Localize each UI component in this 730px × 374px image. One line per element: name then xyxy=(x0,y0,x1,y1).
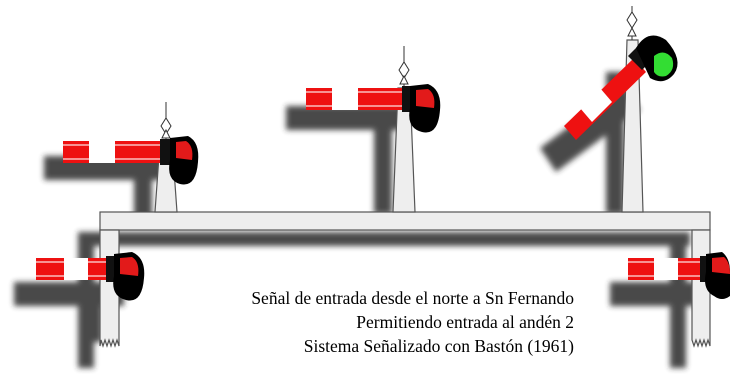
finial-left xyxy=(160,102,172,142)
finial-center xyxy=(398,46,410,88)
lamp-red-icon xyxy=(169,136,199,185)
lamp-red-icon xyxy=(113,252,145,301)
caption-line-3: Sistema Señalizado con Bastón (1961) xyxy=(303,336,574,356)
caption: Señal de entrada desde el norte a Sn Fer… xyxy=(251,286,574,358)
caption-line-1: Señal de entrada desde el norte a Sn Fer… xyxy=(251,288,574,308)
gantry-beam xyxy=(99,211,711,231)
lamp-red-icon xyxy=(409,84,441,133)
caption-line-2: Permitiendo entrada al andén 2 xyxy=(356,312,574,332)
signal-arm-bracket-left xyxy=(36,256,120,282)
lamp-green-icon xyxy=(636,35,678,82)
signal-arm-bracket-right xyxy=(628,256,714,282)
finial-right xyxy=(626,6,638,40)
signal-arm-gantry-center xyxy=(306,86,416,112)
signal-arm-gantry-left xyxy=(63,139,175,165)
lamp-red-icon xyxy=(705,252,730,299)
